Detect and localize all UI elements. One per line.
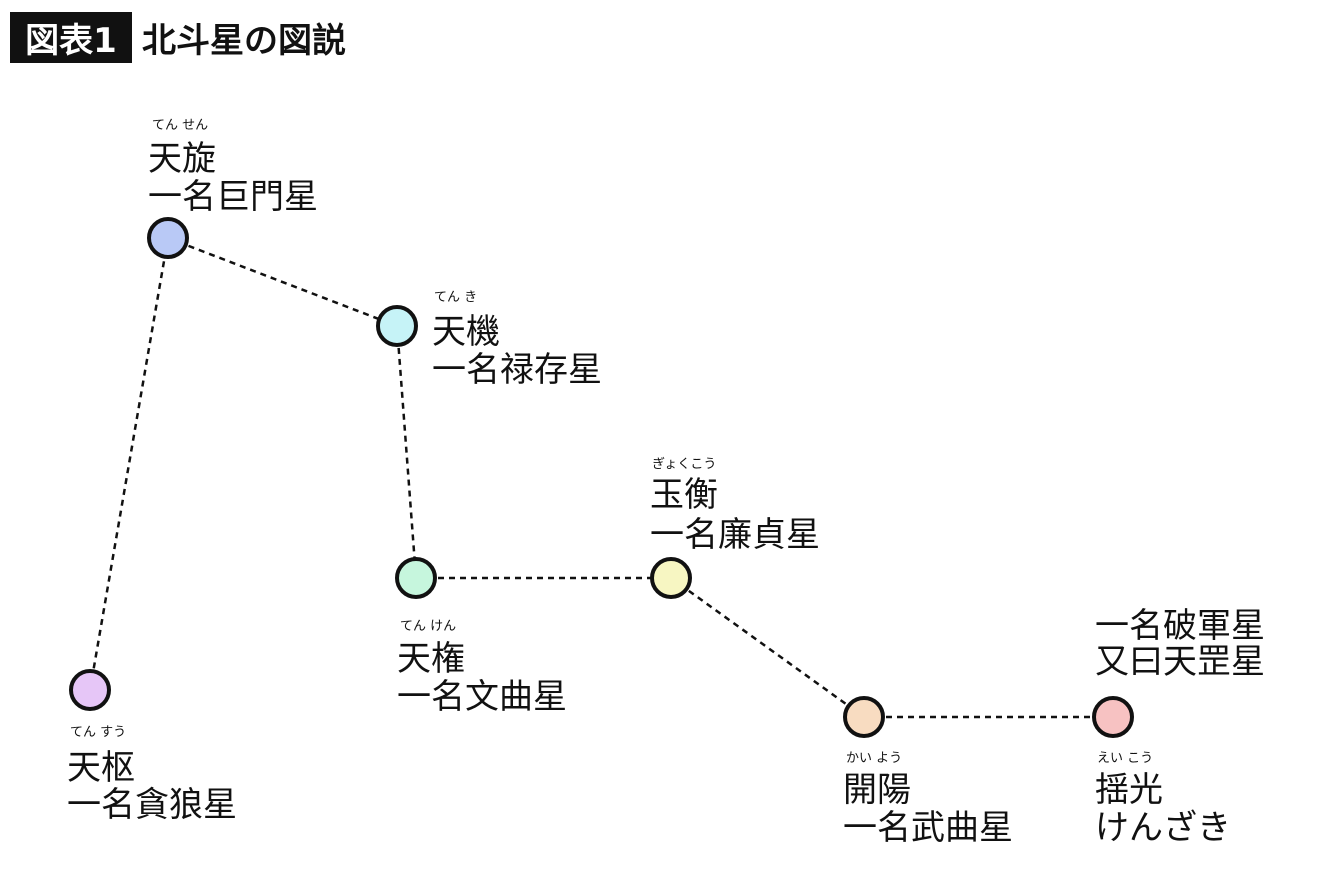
figure-title: 北斗星の図説 <box>142 21 346 61</box>
star-alias: 一名廉貞星 <box>650 515 820 555</box>
star-kaiyou <box>843 696 885 738</box>
star-extra-alias: 一名破軍星 <box>1095 606 1265 646</box>
star-reading: てん き <box>434 290 477 305</box>
star-name: 開陽 <box>843 770 911 810</box>
star-name: 玉衡 <box>650 475 718 515</box>
star-tensen <box>147 217 189 259</box>
star-alias: 一名文曲星 <box>397 677 567 717</box>
star-name: 天権 <box>397 639 465 679</box>
connector-line <box>395 325 418 579</box>
star-reading: ぎょくこう <box>652 457 716 472</box>
star-alias: 一名巨門星 <box>148 177 318 217</box>
star-alias: けんざき <box>1095 808 1231 848</box>
star-alias: 一名禄存星 <box>432 350 602 390</box>
star-reading: えい こう <box>1097 751 1153 766</box>
connector-line <box>88 237 170 691</box>
star-extra-alias: 又曰天罡星 <box>1095 642 1265 682</box>
star-name: 天旋 <box>148 139 216 179</box>
connector-line <box>670 576 865 719</box>
star-reading: てん せん <box>152 118 208 133</box>
star-reading: てん すう <box>70 725 126 740</box>
star-eikou <box>1092 696 1134 738</box>
star-tenken <box>395 557 437 599</box>
star-name: 天機 <box>432 312 500 352</box>
connector-line <box>167 236 398 328</box>
star-tensu <box>69 669 111 711</box>
star-alias: 一名貪狼星 <box>67 785 237 825</box>
star-name: 天枢 <box>67 748 135 788</box>
star-tenki <box>376 305 418 347</box>
star-reading: かい よう <box>846 751 902 766</box>
star-alias: 一名武曲星 <box>843 808 1013 848</box>
star-reading: てん けん <box>400 619 456 634</box>
star-name: 揺光 <box>1095 770 1163 810</box>
figure-number-badge: 図表1 <box>10 12 132 63</box>
star-gyokukou <box>650 557 692 599</box>
